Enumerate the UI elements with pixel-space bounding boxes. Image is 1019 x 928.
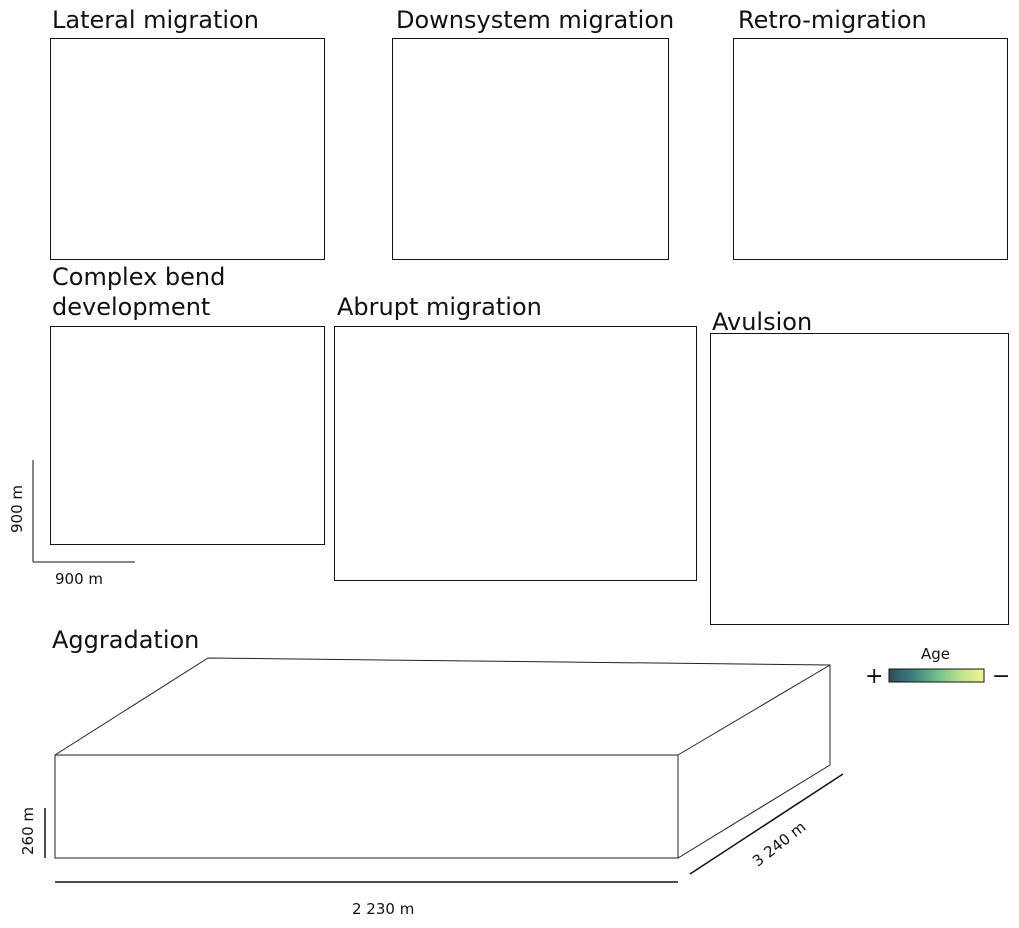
avulsion-panel: [710, 333, 1009, 625]
downsystem-panel: [392, 38, 669, 260]
legend-plus: +: [865, 664, 884, 689]
scale-horizontal-label: 900 m: [55, 570, 104, 588]
scale-vertical-label: 900 m: [8, 484, 27, 534]
lateral-title: Lateral migration: [52, 6, 259, 34]
block-height-label: 260 m: [19, 806, 38, 856]
complex-title-line1: Complex bend: [52, 263, 226, 291]
retro-title: Retro-migration: [738, 6, 927, 34]
lateral-panel: [50, 38, 325, 260]
abrupt-title: Abrupt migration: [337, 293, 542, 321]
block-width-label: 2 230 m: [352, 900, 415, 918]
downsystem-title: Downsystem migration: [396, 6, 675, 34]
aggradation-title: Aggradation: [52, 626, 200, 654]
abrupt-panel: [334, 326, 697, 581]
avulsion-title: Avulsion: [712, 308, 813, 336]
complex-panel: [50, 326, 325, 545]
legend-title: Age: [921, 645, 951, 663]
legend-minus: −: [992, 664, 1011, 689]
retro-panel: [733, 38, 1008, 260]
complex-title-line2: development: [52, 293, 211, 321]
block-depth-label: 3 240 m: [749, 817, 810, 871]
